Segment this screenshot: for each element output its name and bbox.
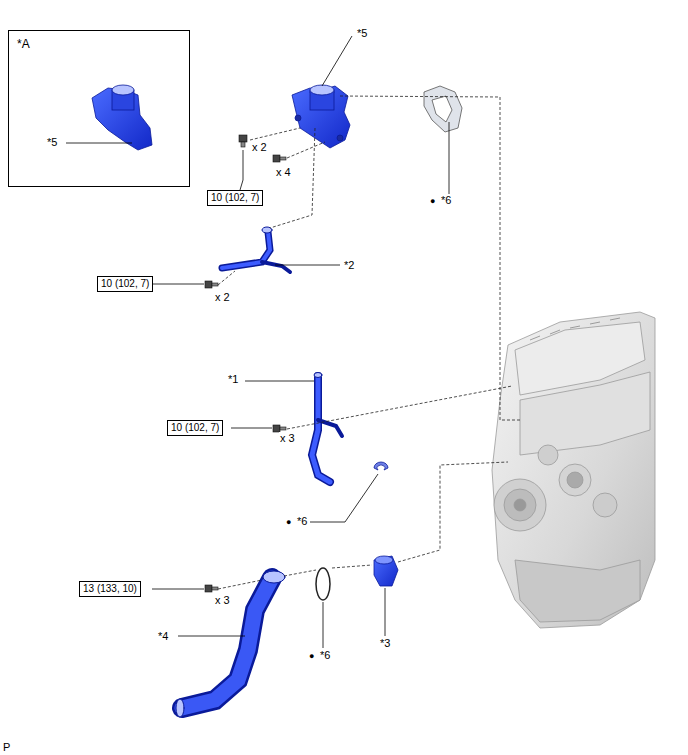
callout-number: *3: [379, 637, 391, 649]
torque-spec: 10 (102, 7): [167, 420, 223, 436]
non-reusable-mark: ●: [308, 650, 315, 662]
quantity: x 2: [214, 291, 231, 303]
non-reusable-mark: ●: [429, 195, 436, 207]
torque-value: 13 (133, 10): [83, 583, 137, 595]
callout-number: *1: [227, 373, 239, 385]
o-ring: [374, 462, 388, 470]
torque-spec: 10 (102, 7): [97, 276, 153, 292]
callout-number: *6: [319, 649, 331, 661]
callout-number: *6: [440, 194, 452, 206]
thermostat: [374, 556, 398, 586]
quantity: x 4: [275, 166, 292, 178]
callout-number: *6: [296, 515, 308, 527]
non-reusable-mark: ●: [285, 516, 292, 528]
torque-value: 10 (102, 7): [211, 192, 259, 204]
water-outlet-pipe: [176, 571, 285, 717]
water-pipe: [312, 373, 342, 483]
quantity: x 3: [214, 594, 231, 606]
callout-number: *5: [356, 27, 368, 39]
callout-number: *5: [47, 136, 57, 148]
callout-number: *2: [343, 259, 355, 271]
page-code: P: [2, 741, 11, 753]
torque-spec: 13 (133, 10): [79, 581, 141, 597]
water-inlet-housing: [292, 85, 350, 148]
engine: [492, 312, 655, 628]
inset-housing: [92, 85, 152, 150]
assembly-lines: [218, 96, 520, 589]
inset-frame: *A *5: [8, 30, 190, 187]
quantity: x 3: [279, 432, 296, 444]
callout-number: *4: [157, 630, 169, 642]
leader-lines: [66, 36, 449, 648]
gasket: [424, 86, 462, 132]
quantity: x 2: [251, 141, 268, 153]
torque-value: 10 (102, 7): [171, 422, 219, 434]
view-letter: *A: [17, 37, 30, 51]
bolts: [205, 135, 286, 592]
torque-value: 10 (102, 7): [101, 278, 149, 290]
gasket-ring: [316, 568, 330, 600]
torque-spec: 10 (102, 7): [207, 190, 263, 206]
